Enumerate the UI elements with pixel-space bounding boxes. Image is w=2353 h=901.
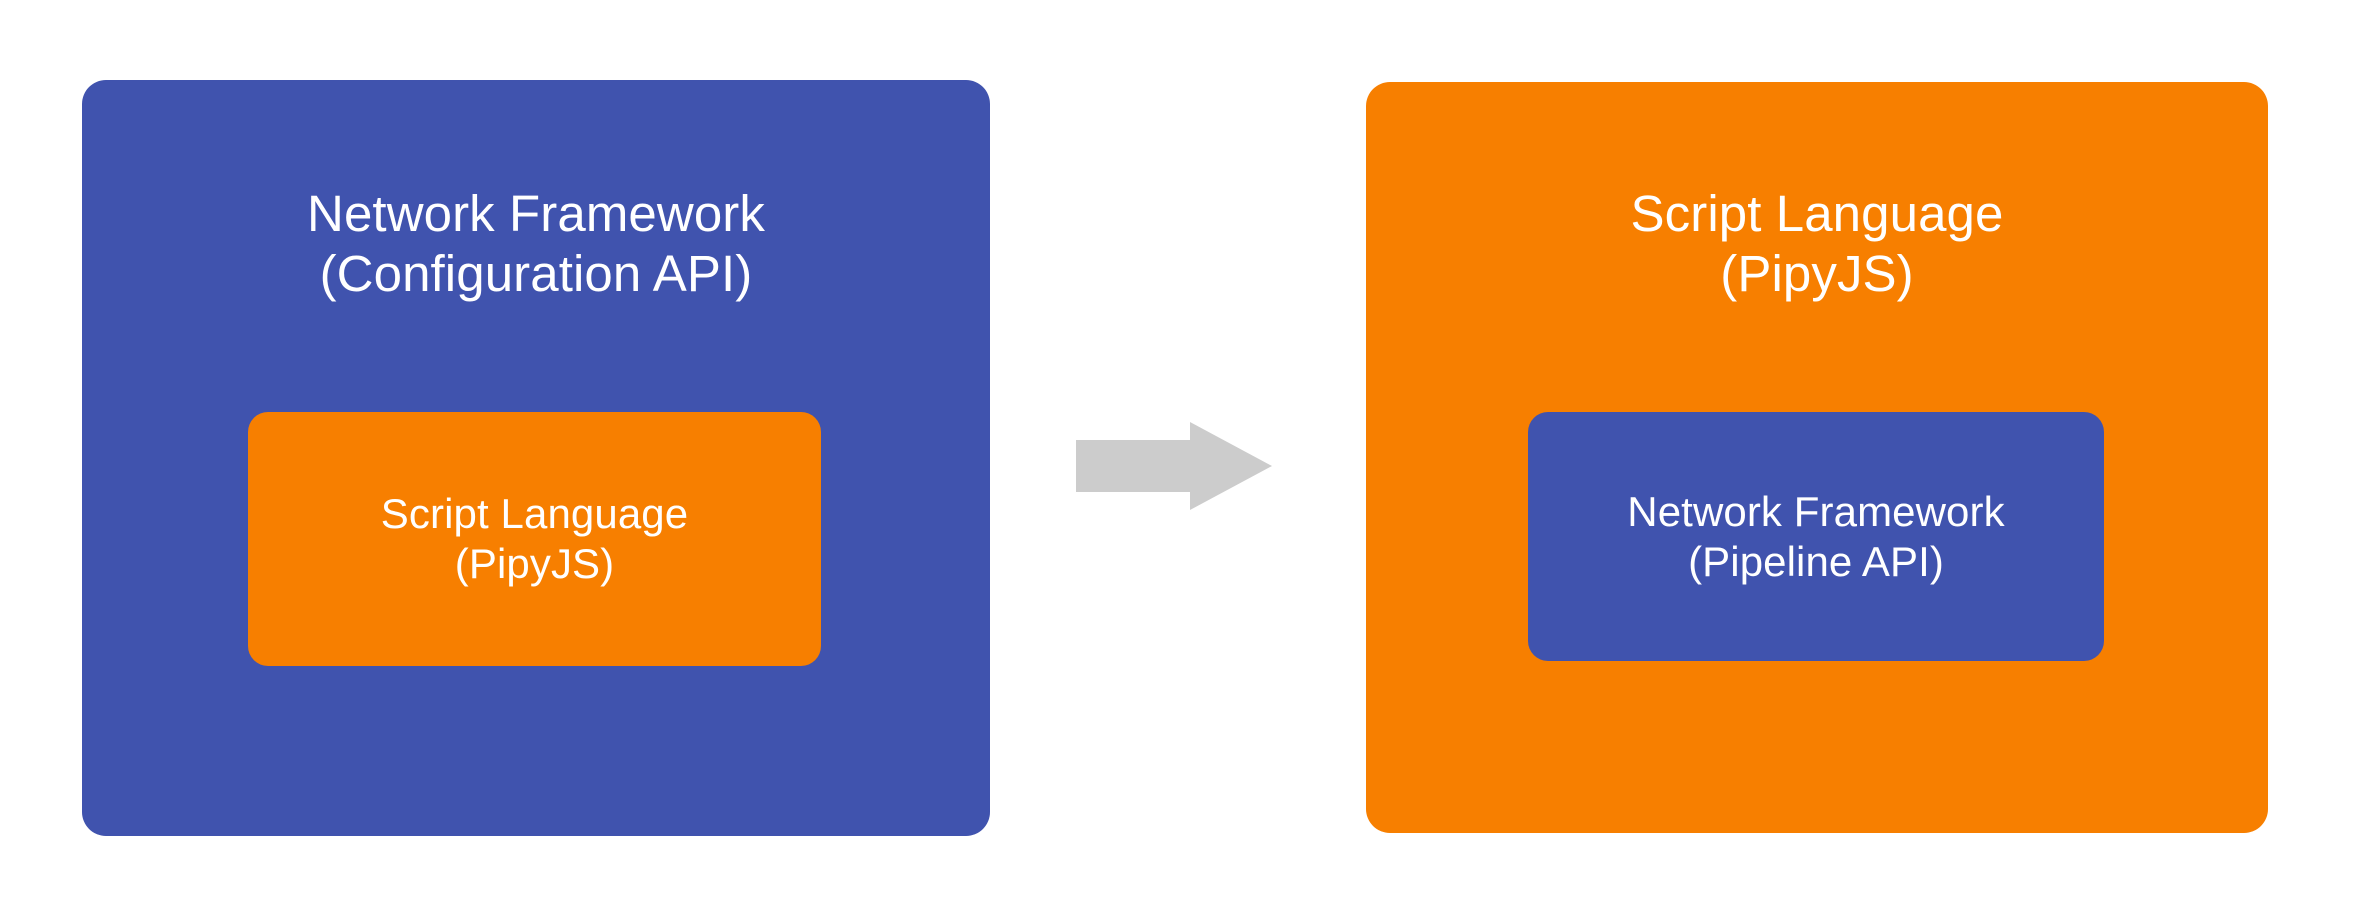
left-outer-box-network-framework: Network Framework (Configuration API) Sc… <box>82 80 990 836</box>
right-outer-title-line-1: Script Language <box>1630 185 2004 242</box>
right-inner-title-line-2: (Pipeline API) <box>1688 537 1944 585</box>
right-inner-box-title: Network Framework (Pipeline API) <box>1627 487 2004 586</box>
left-outer-box-title: Network Framework (Configuration API) <box>82 184 990 303</box>
transition-arrow <box>1074 420 1274 512</box>
right-outer-box-title: Script Language (PipyJS) <box>1366 184 2268 303</box>
left-inner-title-line-1: Script Language <box>380 490 689 538</box>
right-inner-box-network-framework: Network Framework (Pipeline API) <box>1528 412 2104 661</box>
right-inner-title-line-1: Network Framework <box>1627 487 2005 535</box>
left-inner-box-script-language: Script Language (PipyJS) <box>248 412 821 666</box>
left-outer-title-line-2: (Configuration API) <box>319 244 753 302</box>
left-outer-title-line-1: Network Framework <box>307 185 765 242</box>
right-outer-box-script-language: Script Language (PipyJS) Network Framewo… <box>1366 82 2268 833</box>
left-inner-title-line-2: (PipyJS) <box>454 540 615 587</box>
left-inner-box-title: Script Language (PipyJS) <box>381 489 688 588</box>
right-outer-title-line-2: (PipyJS) <box>1720 244 1914 302</box>
arrow-right-icon <box>1076 422 1272 510</box>
